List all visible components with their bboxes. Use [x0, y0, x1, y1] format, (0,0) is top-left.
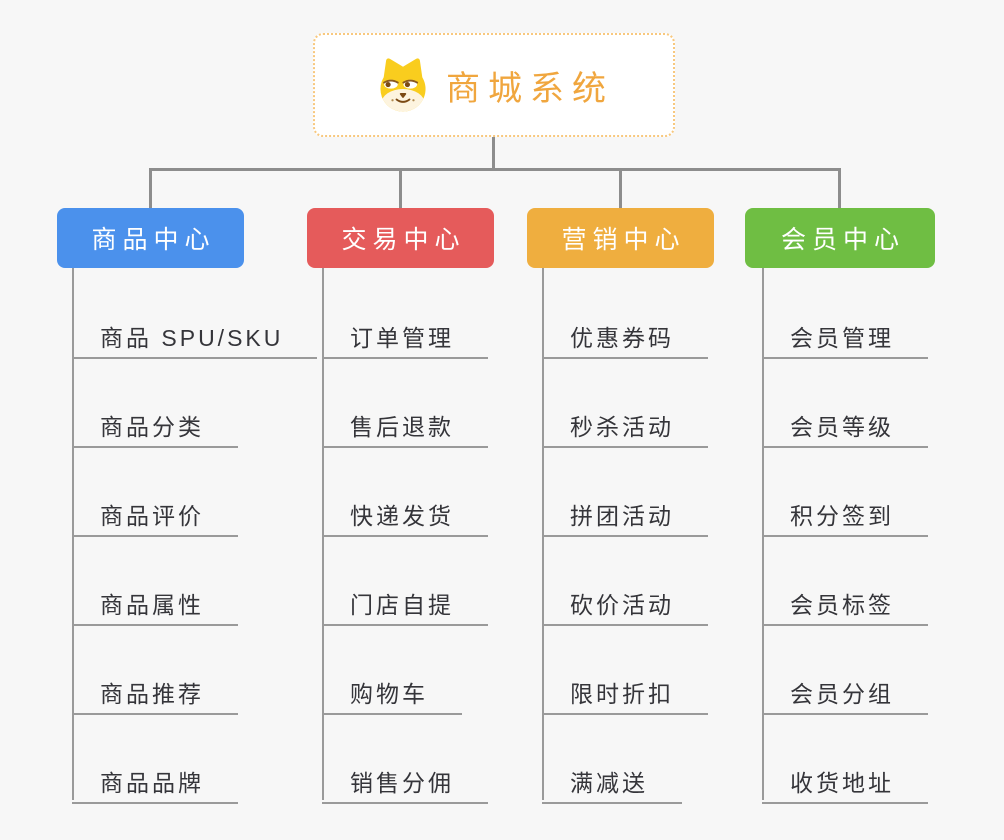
column-line	[72, 268, 74, 800]
branch-node-member-center[interactable]: 会员中心	[745, 208, 935, 268]
branch-connector-bar	[149, 168, 841, 171]
leaf-node[interactable]: 积分签到	[762, 491, 928, 537]
leaf-node[interactable]: 售后退款	[322, 402, 488, 448]
leaf-node[interactable]: 快递发货	[322, 491, 488, 537]
leaf-node[interactable]: 限时折扣	[542, 669, 708, 715]
leaf-node[interactable]: 会员等级	[762, 402, 928, 448]
root-title: 商城系统	[446, 69, 614, 108]
leaf-node[interactable]: 会员标签	[762, 580, 928, 626]
leaf-node[interactable]: 满减送	[542, 758, 682, 804]
branch-node-product-center[interactable]: 商品中心	[57, 208, 244, 268]
leaf-node[interactable]: 商品分类	[72, 402, 238, 448]
leaf-node[interactable]: 商品推荐	[72, 669, 238, 715]
leaf-node[interactable]: 砍价活动	[542, 580, 708, 626]
leaf-node[interactable]: 优惠券码	[542, 313, 708, 359]
leaf-node[interactable]: 商品 SPU/SKU	[72, 313, 318, 359]
branch-node-marketing-center[interactable]: 营销中心	[527, 208, 714, 268]
leaf-node[interactable]: 商品评价	[72, 491, 238, 537]
dog-face-icon	[380, 58, 426, 112]
branch-drop-connector	[619, 170, 622, 209]
leaf-node[interactable]: 门店自提	[322, 580, 488, 626]
branch-drop-connector	[399, 170, 402, 209]
branch-drop-connector	[838, 170, 841, 209]
leaf-node[interactable]: 商品属性	[72, 580, 238, 626]
leaf-node[interactable]: 收货地址	[762, 758, 928, 804]
leaf-node[interactable]: 秒杀活动	[542, 402, 708, 448]
leaf-node[interactable]: 商品品牌	[72, 758, 238, 804]
column-line	[762, 268, 764, 800]
branch-node-trade-center[interactable]: 交易中心	[307, 208, 494, 268]
branch-drop-connector	[149, 170, 152, 209]
leaf-node[interactable]: 会员管理	[762, 313, 928, 359]
leaf-node[interactable]: 销售分佣	[322, 758, 488, 804]
column-line	[322, 268, 324, 800]
leaf-node[interactable]: 拼团活动	[542, 491, 708, 537]
root-stem-connector	[492, 137, 495, 171]
leaf-node[interactable]: 会员分组	[762, 669, 928, 715]
root-node[interactable]: 商城系统	[313, 33, 675, 137]
column-line	[542, 268, 544, 800]
leaf-node[interactable]: 购物车	[322, 669, 462, 715]
leaf-node[interactable]: 订单管理	[322, 313, 488, 359]
